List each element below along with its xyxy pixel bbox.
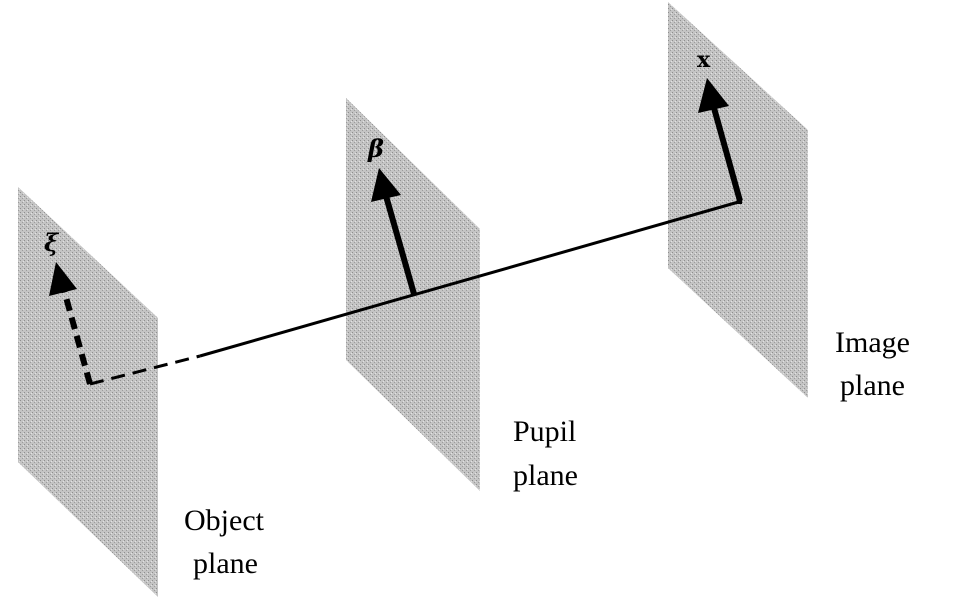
beta-vector-label: β	[367, 134, 384, 163]
image-plane-label-line2: plane	[840, 369, 905, 402]
x-vector-shaft	[711, 107, 743, 202]
beta-vector-arrowhead	[371, 168, 401, 202]
object-plane	[18, 187, 158, 597]
xi-vector-label: ξ	[44, 228, 60, 257]
x-vector-arrowhead	[698, 78, 729, 113]
pupil-plane-label-line1: Pupil	[513, 415, 576, 448]
ray-main-segment	[199, 199, 743, 358]
image-plane-label-line1: Image	[835, 326, 910, 359]
object-plane-label-line2: plane	[193, 547, 258, 580]
object-plane-label-line1: Object	[184, 504, 265, 537]
pupil-plane-label-line2: plane	[513, 459, 578, 492]
xi-vector-arrowhead	[49, 262, 77, 296]
ray-object-segment	[89, 354, 201, 386]
xi-vector-shaft	[61, 289, 93, 385]
beta-vector-shaft	[383, 195, 417, 295]
x-vector-label: x	[697, 47, 711, 73]
